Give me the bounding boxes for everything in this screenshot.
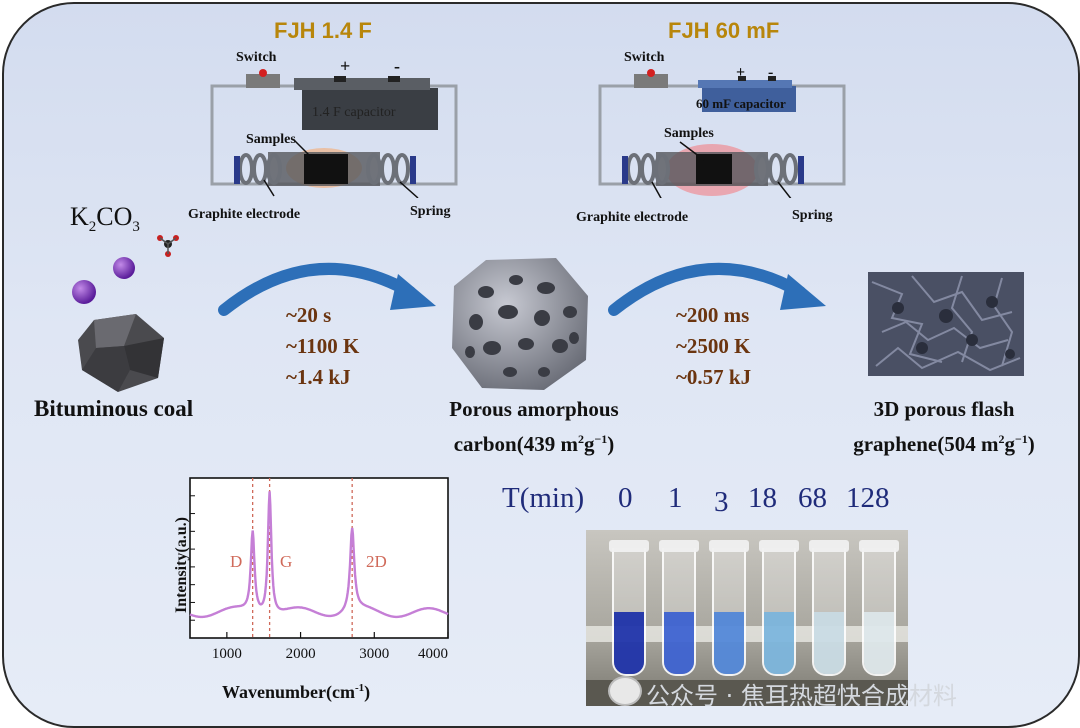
raman-spectrum-line [189, 491, 449, 619]
step2-temp: ~2500 K [676, 334, 751, 358]
raman-peak-2D: 2D [366, 552, 387, 571]
left-switch-icon [246, 74, 280, 88]
product2-surface-area: graphene(504 m2g−1) [853, 432, 1035, 456]
time-value-1: 1 [668, 482, 683, 514]
right-capacitor-icon [702, 86, 796, 112]
vial-liquid-0 [614, 612, 644, 674]
left-samples-label: Samples [246, 132, 296, 147]
left-capacitor-label: 1.4 F capacitor [312, 105, 396, 120]
raman-peak-D: D [230, 552, 243, 571]
right-switch-label: Switch [624, 50, 665, 65]
time-value-0: 0 [618, 482, 633, 514]
step1-conditions: ~20 s ~1100 K ~1.4 kJ [286, 300, 359, 393]
time-value-68: 68 [798, 482, 827, 514]
right-circuit-title: FJH 60 mF [668, 18, 780, 43]
raman-xtick-label-2: 3000 [359, 646, 389, 662]
raman-xtick-label-0: 1000 [212, 646, 242, 662]
left-plus-sign: + [340, 56, 351, 76]
right-plus-sign: + [736, 64, 746, 81]
raman-xtick-label-1: 2000 [286, 646, 316, 662]
time-value-3: 3 [714, 486, 729, 518]
vial-0 [612, 548, 646, 676]
vial-5 [862, 548, 896, 676]
product2-label: 3D porous flash graphene(504 m2g−1) [814, 394, 1074, 459]
time-series-label: T(min) [502, 482, 585, 514]
raman-xlabel: Wavenumber(cm-1) [222, 682, 371, 702]
vial-liquid-2 [714, 612, 744, 674]
coal-label: Bituminous coal [34, 396, 194, 421]
right-capacitor-label: 60 mF capacitor [696, 96, 786, 111]
right-spring-label: Spring [792, 208, 833, 223]
vial-liquid-4 [814, 612, 844, 674]
process-arrow-2 [608, 262, 826, 316]
vial-liquid-1 [664, 612, 694, 674]
coal-lump-icon [78, 314, 164, 392]
product1-surface-area: carbon(439 m2g−1) [453, 432, 615, 456]
left-capacitor-icon [302, 88, 438, 130]
step1-energy: ~1.4 kJ [286, 365, 351, 389]
step2-time: ~200 ms [676, 303, 750, 327]
vial-2 [712, 548, 746, 676]
step2-energy: ~0.57 kJ [676, 365, 752, 389]
vial-3 [762, 548, 796, 676]
left-spring-label: Spring [410, 204, 451, 219]
left-switch-label: Switch [236, 50, 277, 65]
right-samples-label: Samples [664, 126, 714, 141]
product1-label: Porous amorphous carbon(439 m2g−1) [414, 394, 654, 459]
left-circuit-diagram [210, 69, 458, 198]
right-circuit-diagram [598, 69, 846, 198]
vial-cap-5 [859, 540, 899, 552]
watermark-text: 公众号 · 焦耳热超快合成材料 [646, 682, 957, 710]
raman-peak-G: G [280, 552, 293, 571]
raman-spectrum-chart: 1000 2000 3000 4000 [189, 477, 449, 662]
vial-4 [812, 548, 846, 676]
vial-cap-3 [759, 540, 799, 552]
step1-time: ~20 s [286, 303, 332, 327]
reagent-molecules-icon [72, 235, 179, 304]
watermark-logo-icon [608, 676, 642, 706]
left-minus-sign: - [394, 56, 400, 76]
step2-conditions: ~200 ms ~2500 K ~0.57 kJ [676, 300, 751, 393]
time-value-18: 18 [748, 482, 777, 514]
k2co3-formula: K2CO3 [70, 202, 140, 236]
time-value-128: 128 [846, 482, 890, 514]
right-switch-icon [634, 74, 668, 88]
vial-liquid-5 [864, 612, 894, 674]
right-minus-sign: - [768, 64, 774, 81]
vial-cap-1 [659, 540, 699, 552]
raman-xtick-label-3: 4000 [418, 646, 448, 662]
step1-temp: ~1100 K [286, 334, 360, 358]
right-electrode-label: Graphite electrode [576, 210, 689, 225]
process-arrow-1 [218, 262, 436, 316]
vial-cap-0 [609, 540, 649, 552]
porous-carbon-image [452, 258, 588, 390]
vial-cap-4 [809, 540, 849, 552]
left-circuit-title: FJH 1.4 F [274, 18, 372, 43]
vial-liquid-3 [764, 612, 794, 674]
flash-graphene-image [868, 272, 1024, 376]
left-electrode-label: Graphite electrode [188, 207, 301, 222]
vial-cap-2 [709, 540, 749, 552]
vial-1 [662, 548, 696, 676]
vials-photo [586, 530, 908, 706]
